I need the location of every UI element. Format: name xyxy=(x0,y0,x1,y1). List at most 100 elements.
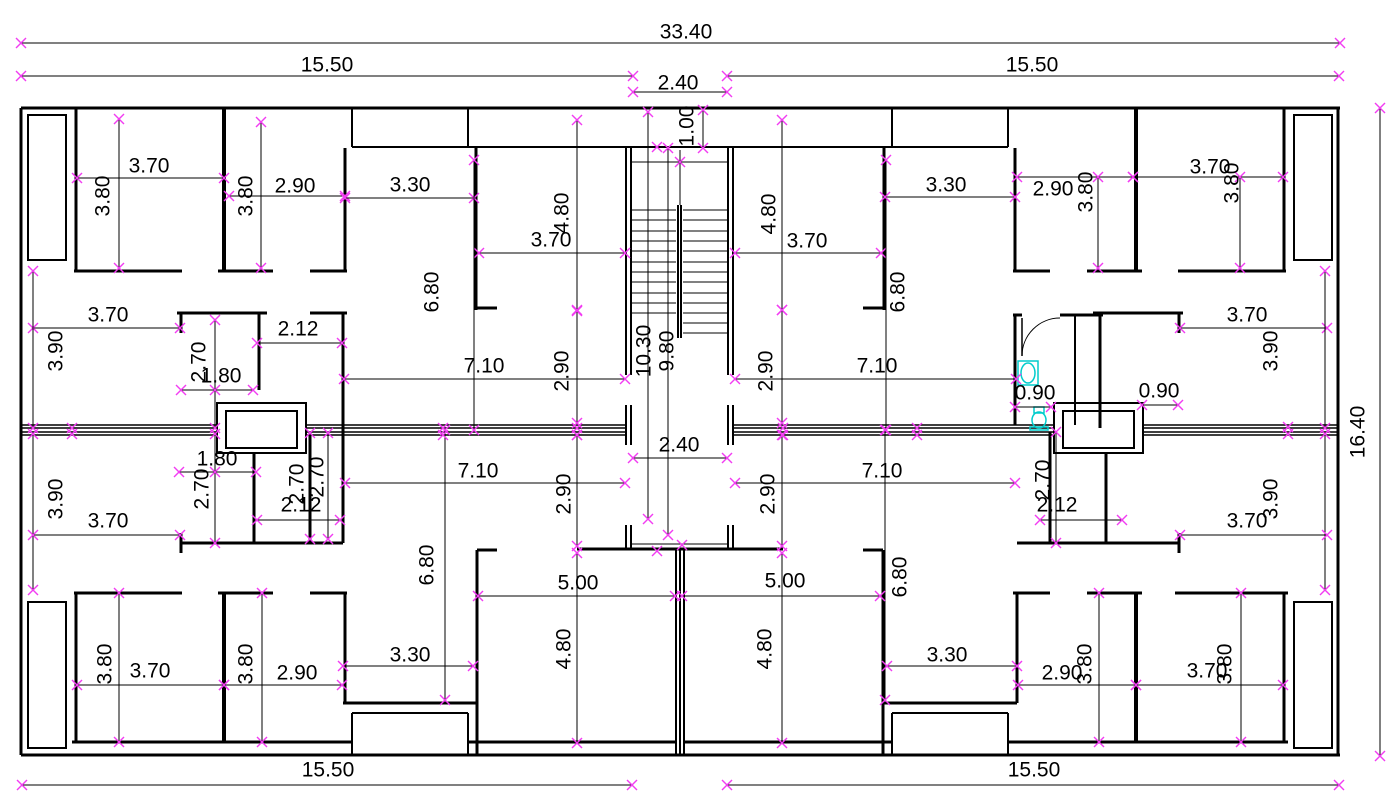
dimension-tick-icon xyxy=(879,424,891,436)
dimension-tick-icon xyxy=(642,106,654,118)
dimension-label: 5.00 xyxy=(765,570,806,593)
dimension-label: 1.80 xyxy=(197,448,238,471)
dimension-tick-icon xyxy=(571,429,583,441)
dimension-tick-icon xyxy=(676,590,688,602)
dimension-tick-icon xyxy=(468,424,480,436)
dimension-label: 2.90 xyxy=(553,474,576,515)
dimension-tick-icon xyxy=(339,192,351,204)
shaft-rect xyxy=(1293,114,1333,261)
dimension-label: 15.50 xyxy=(302,759,355,782)
dimension-tick-icon xyxy=(1277,679,1289,691)
dimension-tick-icon xyxy=(1045,401,1057,413)
dimension-label: 2.90 xyxy=(275,175,316,198)
dimension-tick-icon xyxy=(66,428,78,440)
dimension-label: 7.10 xyxy=(862,460,903,483)
dimension-tick-icon xyxy=(218,679,230,691)
dimension-tick-icon xyxy=(473,247,485,259)
dimension-tick-icon xyxy=(1321,322,1333,334)
dimension-tick-icon xyxy=(619,247,631,259)
dimension-label: 10.30 xyxy=(633,325,656,378)
dimension-tick-icon xyxy=(71,172,83,184)
dimension-tick-icon xyxy=(880,424,892,436)
dimension-tick-icon xyxy=(174,322,186,334)
dimension-tick-icon xyxy=(776,114,788,126)
dimension-tick-icon xyxy=(651,545,663,557)
dimension-tick-icon xyxy=(729,477,741,489)
dimension-label: 5.00 xyxy=(558,572,599,595)
dimension-tick-icon xyxy=(1174,529,1186,541)
dimension-tick-icon xyxy=(437,429,449,441)
dimension-tick-icon xyxy=(880,154,892,166)
dimension-tick-icon xyxy=(571,304,583,316)
dimension-label: 3.70 xyxy=(88,304,129,327)
dimension-tick-icon xyxy=(1012,679,1024,691)
dimension-label: 3.70 xyxy=(88,510,129,533)
dimension-tick-icon xyxy=(1374,102,1386,114)
dimension-tick-icon xyxy=(1011,660,1023,672)
dimension-label: 2.12 xyxy=(281,494,322,517)
dimension-tick-icon xyxy=(304,427,316,439)
dimension-tick-icon xyxy=(1333,779,1345,791)
dimension-tick-icon xyxy=(472,590,484,602)
dimension-tick-icon xyxy=(721,779,733,791)
dimension-tick-icon xyxy=(1050,426,1062,438)
dimension-label: 3.80 xyxy=(1214,644,1237,685)
dimension-tick-icon xyxy=(571,305,583,317)
dimension-tick-icon xyxy=(776,737,788,749)
dimension-tick-icon xyxy=(113,587,125,599)
dimension-label: 3.90 xyxy=(45,331,68,372)
dimension-tick-icon xyxy=(15,70,27,82)
dimension-tick-icon xyxy=(247,384,259,396)
dimension-tick-icon xyxy=(1172,399,1184,411)
dimension-label: 2.12 xyxy=(278,318,319,341)
dimension-tick-icon xyxy=(662,142,674,154)
dimension-tick-icon xyxy=(874,590,886,602)
dimension-label: 3.90 xyxy=(1260,331,1283,372)
dimension-tick-icon xyxy=(209,466,221,478)
dimension-label: 2.90 xyxy=(757,474,780,515)
dimension-tick-icon xyxy=(721,452,733,464)
dimension-label: 6.80 xyxy=(887,272,910,313)
dimension-tick-icon xyxy=(619,373,631,385)
sink-basin-icon xyxy=(1020,362,1036,384)
dimension-tick-icon xyxy=(209,384,221,396)
dimension-label: 3.70 xyxy=(1190,156,1231,179)
dimension-tick-icon xyxy=(571,114,583,126)
dimension-tick-icon xyxy=(1050,537,1062,549)
dimension-tick-icon xyxy=(619,477,631,489)
dimension-tick-icon xyxy=(676,539,688,551)
dimension-label: 15.50 xyxy=(1006,54,1059,77)
shaft-rect xyxy=(27,114,67,261)
dimension-tick-icon xyxy=(571,417,583,429)
dimension-tick-icon xyxy=(729,373,741,385)
dimension-tick-icon xyxy=(627,70,639,82)
dimension-label: 3.70 xyxy=(1227,304,1268,327)
dimension-label: 3.80 xyxy=(1221,163,1244,204)
dimension-tick-icon xyxy=(16,779,28,791)
dimension-tick-icon xyxy=(1010,373,1022,385)
dimension-tick-icon xyxy=(209,537,221,549)
dimension-label: 33.40 xyxy=(660,21,713,44)
dimension-tick-icon xyxy=(626,779,638,791)
dimension-tick-icon xyxy=(881,660,893,672)
dimension-tick-icon xyxy=(209,428,221,440)
dimension-tick-icon xyxy=(1321,529,1333,541)
dimension-label: 2.70 xyxy=(191,469,214,510)
dimension-tick-icon xyxy=(27,428,39,440)
dimension-tick-icon xyxy=(1034,514,1046,526)
dimension-tick-icon xyxy=(627,452,639,464)
dimension-tick-icon xyxy=(439,694,451,706)
dimension-tick-icon xyxy=(697,142,709,154)
dimension-label: 3.30 xyxy=(926,174,967,197)
dimension-tick-icon xyxy=(777,429,789,441)
dimension-label: 6.80 xyxy=(421,272,444,313)
dimension-tick-icon xyxy=(1174,322,1186,334)
dimension-tick-icon xyxy=(322,533,334,545)
dimension-label: 4.80 xyxy=(551,193,574,234)
dimension-label: 3.80 xyxy=(94,644,117,685)
dimension-tick-icon xyxy=(1009,401,1021,413)
dimension-tick-icon xyxy=(337,660,349,672)
dimension-tick-icon xyxy=(15,37,27,49)
dimension-label: 3.30 xyxy=(927,644,968,667)
